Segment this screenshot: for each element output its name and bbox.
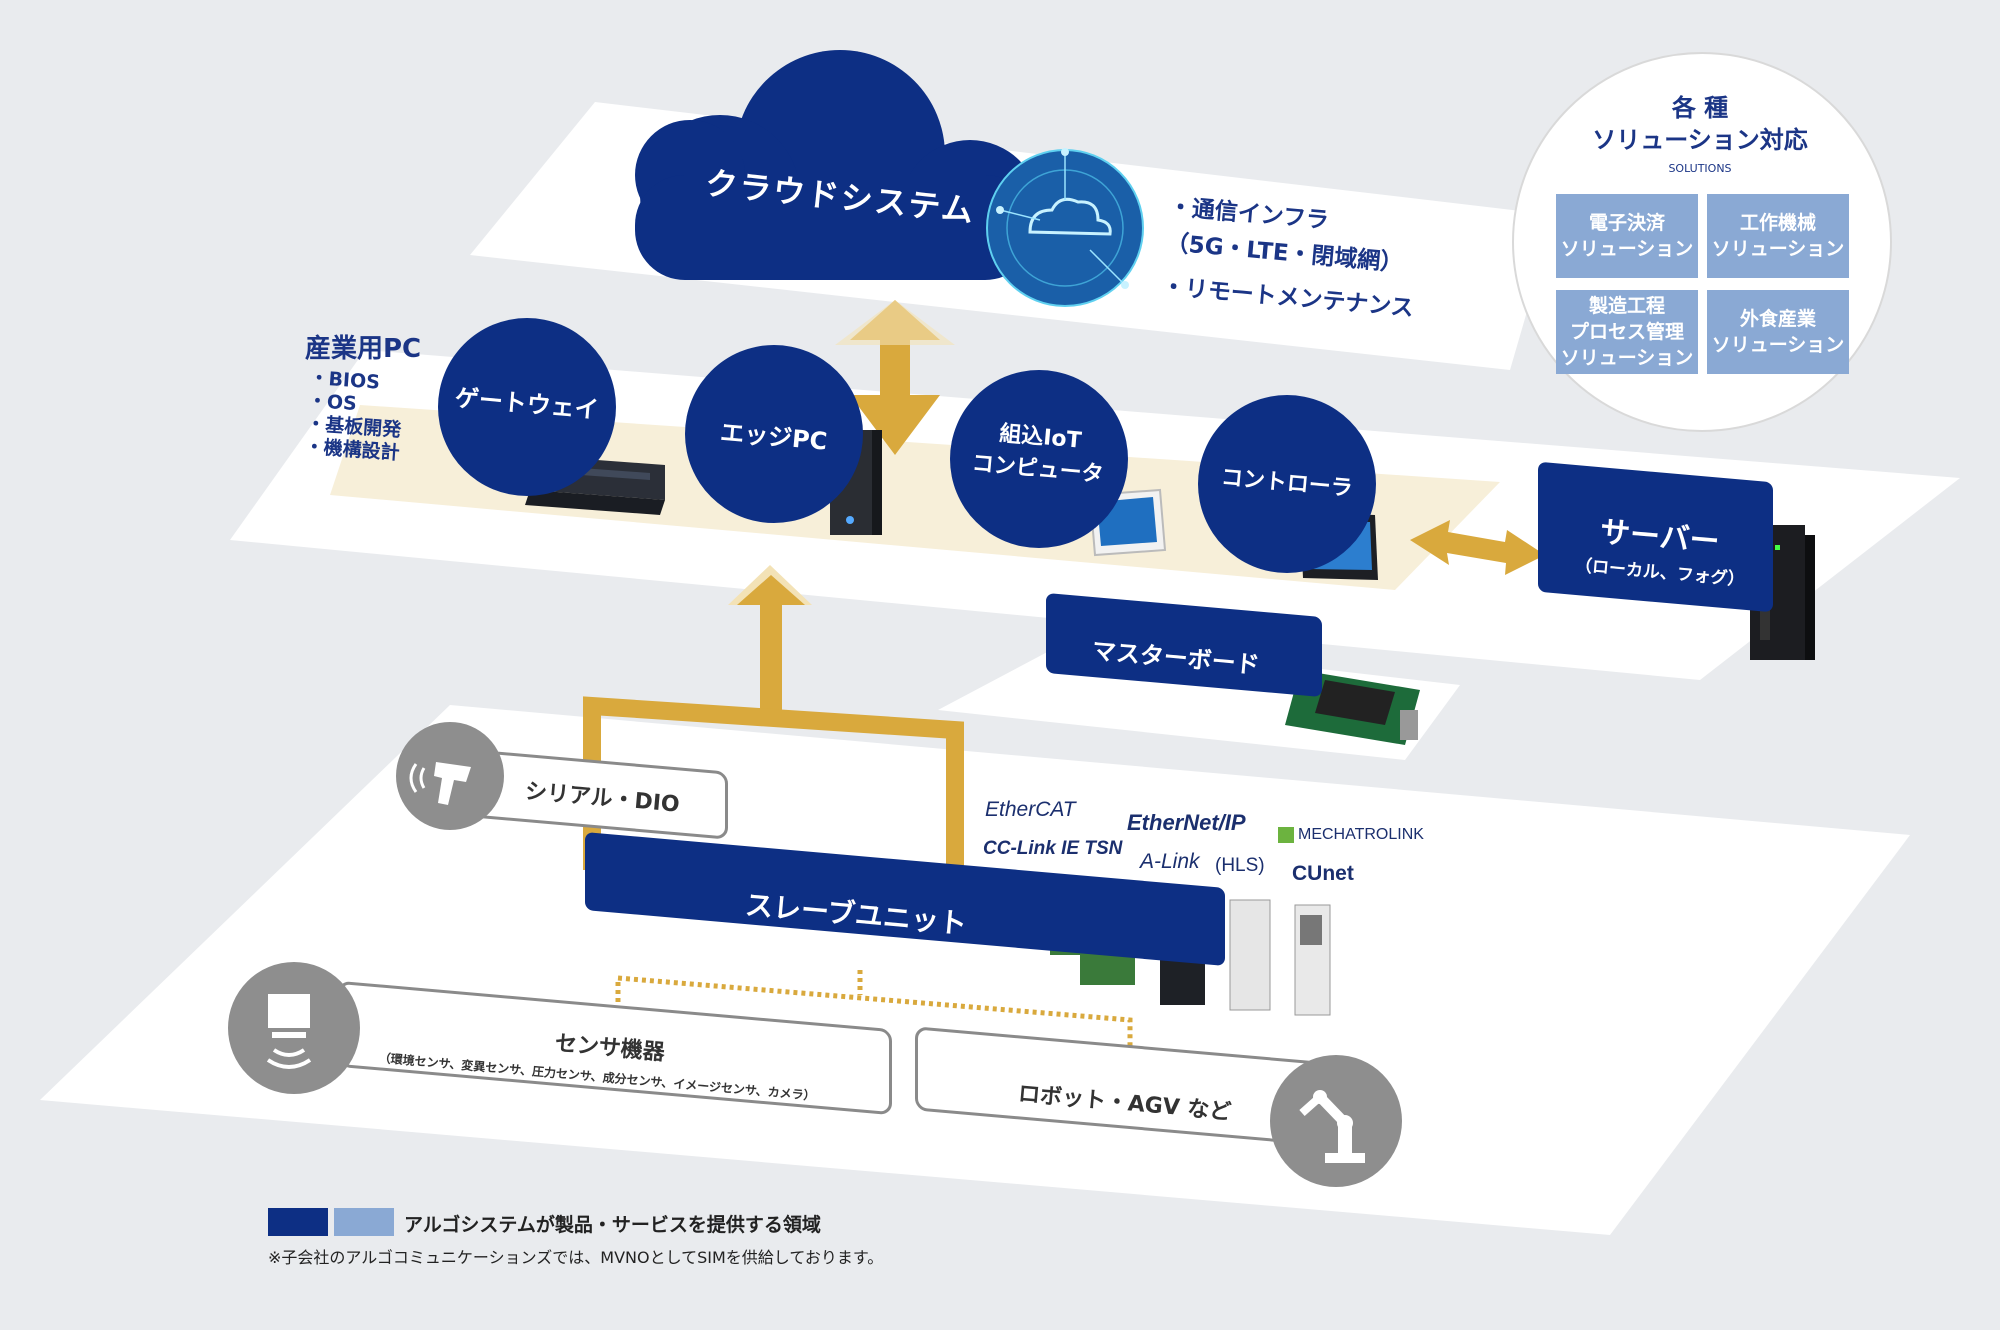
scanner-icon bbox=[396, 722, 504, 830]
controller-server-arrow bbox=[1410, 520, 1545, 575]
cloud-shape bbox=[635, 50, 1040, 280]
protocol-cunet: CUnet bbox=[1292, 862, 1354, 885]
infra-list: ・通信インフラ （5G・LTE・閉域網） ・リモートメンテナンス bbox=[1160, 189, 1422, 327]
iot-computer-node[interactable]: 組込IoT コンピュータ bbox=[950, 370, 1128, 548]
legend-text: アルゴシステムが製品・サービスを提供する領域 bbox=[404, 1214, 821, 1236]
protocol-hls: (HLS) bbox=[1215, 855, 1265, 876]
device-plane bbox=[40, 705, 1910, 1235]
protocol-cc-link: CC-Link IE TSN bbox=[983, 838, 1123, 859]
robot-arm-icon bbox=[1299, 1090, 1365, 1163]
gateway-node[interactable]: ゲートウェイ bbox=[438, 318, 616, 496]
sensor-icon bbox=[228, 962, 360, 1094]
solutions-subtitle: SOLUTIONS bbox=[1668, 162, 1732, 175]
pc-band bbox=[330, 405, 1500, 590]
protocol-ethercat: EtherCAT bbox=[985, 798, 1076, 821]
solutions-title: 各 種 ソリューション対応 bbox=[1512, 92, 1888, 156]
barcode-scanner-icon bbox=[409, 762, 471, 805]
solution-machine-tool[interactable]: 工作機械 ソリューション bbox=[1707, 194, 1849, 278]
gateway-label: ゲートウェイ bbox=[453, 383, 600, 425]
legend-swatch-light bbox=[334, 1208, 394, 1236]
industrial-pc-list: ・BIOS ・OS ・基板開発 ・機構設計 bbox=[304, 367, 405, 465]
solution-payment[interactable]: 電子決済 ソリューション bbox=[1556, 194, 1698, 278]
edge-pc-label: エッジPC bbox=[719, 418, 829, 456]
solutions-title-line: ソリューション対応 bbox=[1592, 126, 1808, 154]
mechatrolink-logo-icon bbox=[1278, 826, 1294, 843]
legend-swatch-navy bbox=[268, 1208, 328, 1236]
solutions-title-line: 各 種 bbox=[1671, 94, 1729, 122]
sensor-dotted-connector bbox=[615, 970, 1133, 1060]
cloud-globe-icon bbox=[986, 148, 1144, 307]
iot-computer-label: 組込IoT コンピュータ bbox=[948, 414, 1131, 493]
edge-pc-node[interactable]: エッジPC bbox=[685, 345, 863, 523]
controller-label: コントローラ bbox=[1219, 465, 1354, 502]
solution-manufacturing[interactable]: 製造工程 プロセス管理 ソリューション bbox=[1556, 290, 1698, 374]
protocol-a-link: A-Link bbox=[1140, 850, 1200, 873]
protocol-mechatrolink: MECHATROLINK bbox=[1278, 826, 1424, 844]
slave-pc-arrow bbox=[728, 565, 812, 718]
industrial-pc-title: 産業用PC bbox=[305, 334, 422, 364]
legend-note: ※子会社のアルゴコミュニケーションズでは、MVNOとしてSIMを供給しております… bbox=[268, 1248, 884, 1267]
controller-node[interactable]: コントローラ bbox=[1198, 395, 1376, 573]
mechatrolink-label: MECHATROLINK bbox=[1298, 826, 1424, 843]
protocol-ethernet-ip: EtherNet/IP bbox=[1127, 810, 1246, 835]
cloud-edge-arrow bbox=[835, 300, 955, 455]
solution-restaurant[interactable]: 外食産業 ソリューション bbox=[1707, 290, 1849, 374]
robot-icon bbox=[1270, 1055, 1402, 1187]
sensor-device-icon bbox=[266, 994, 312, 1069]
